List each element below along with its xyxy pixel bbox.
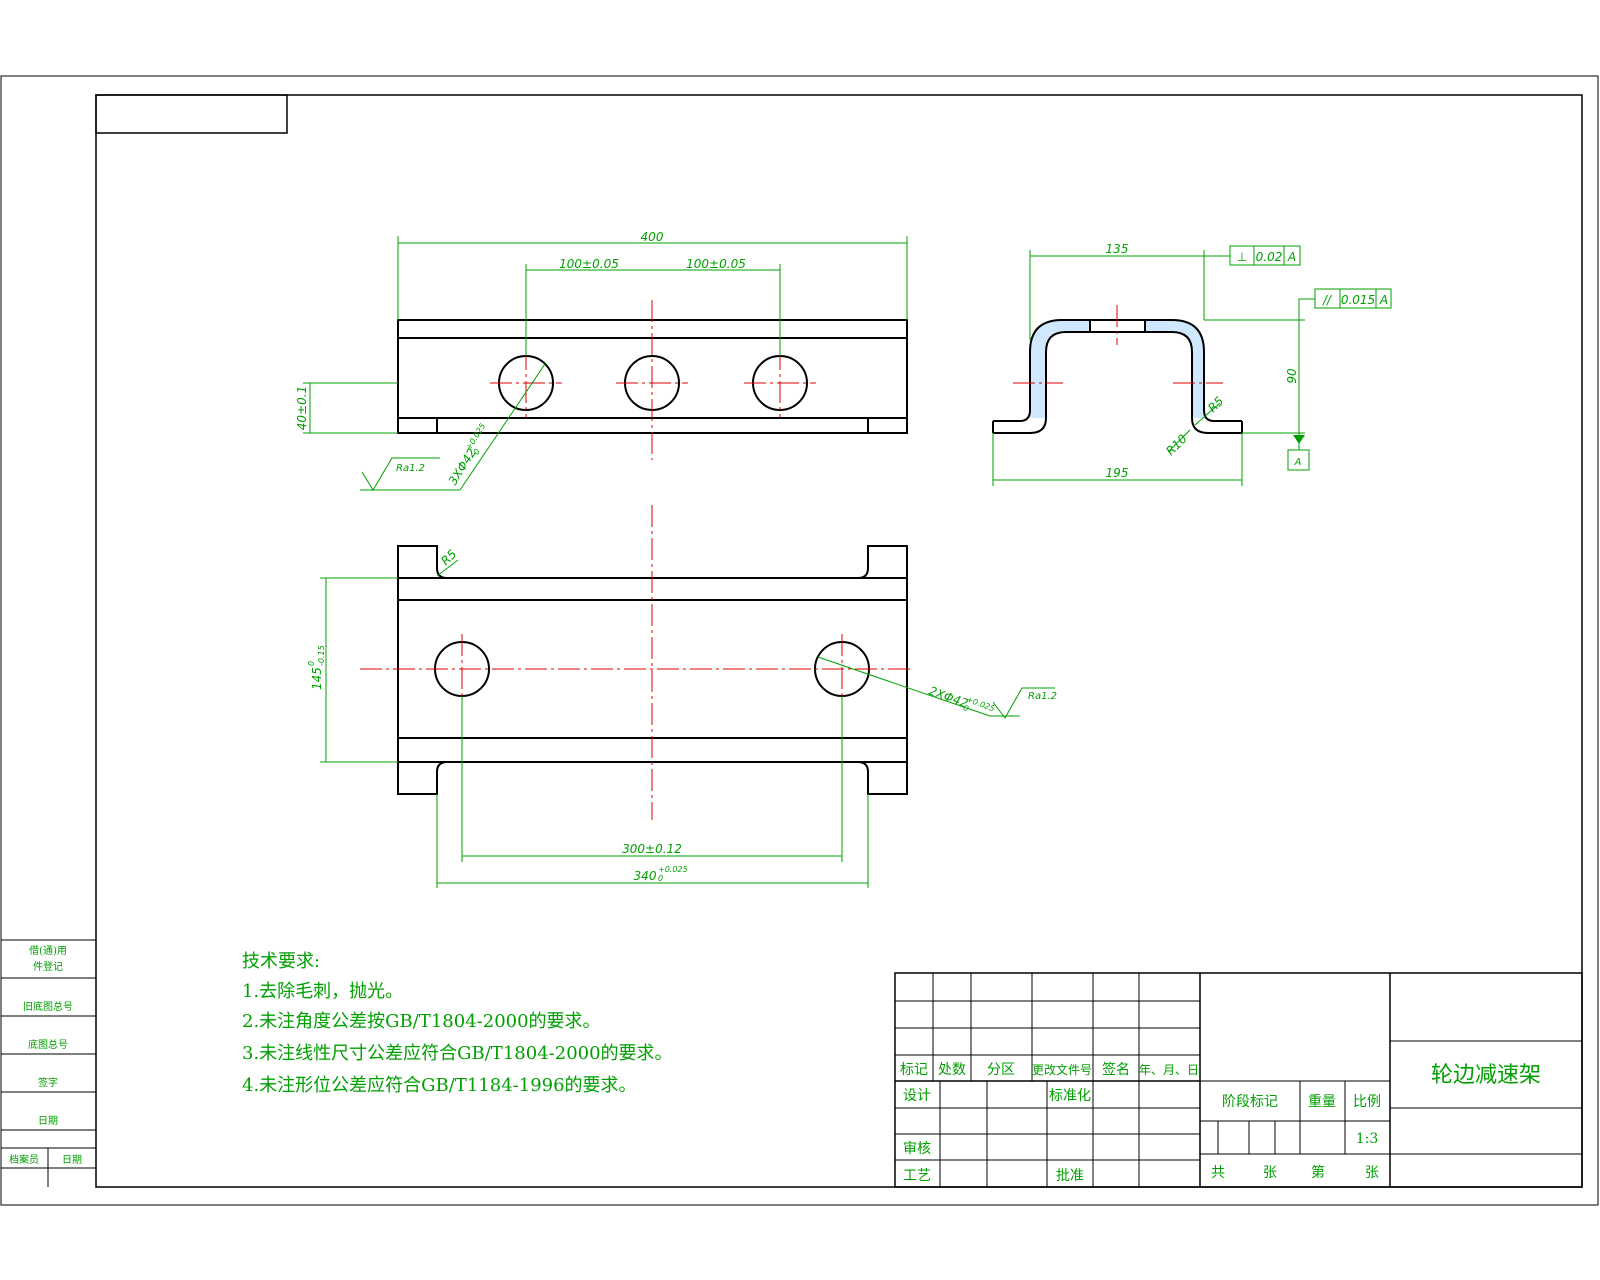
tb-h-count: 处数 xyxy=(938,1062,966,1078)
tb-approve: 批准 xyxy=(1056,1168,1084,1184)
dim-top-hole-tol-low: 0 xyxy=(472,447,482,456)
dim-side-top-width: 135 xyxy=(1106,242,1129,256)
tb-sheets2: 张 xyxy=(1365,1165,1379,1181)
gdt-par-datum: A xyxy=(1379,293,1388,307)
sheet-frame xyxy=(0,75,1599,1206)
dim-side-radius-large: R10 xyxy=(1163,431,1190,458)
strip-r3: 底图总号 xyxy=(28,1038,68,1051)
tb-standard: 标准化 xyxy=(1049,1088,1091,1104)
dim-bottom-radius: R5 xyxy=(438,547,459,568)
dim-bottom-hole-tol-low: 0 xyxy=(962,703,970,713)
title-block: 标记 处数 分区 更改文件号 签名 年、月、日 设计 标准化 审核 工艺 批准 … xyxy=(894,972,1583,1188)
tb-h-docno: 更改文件号 xyxy=(1032,1062,1092,1077)
tb-h-sign: 签名 xyxy=(1102,1061,1130,1078)
dim-side-radius-small: R5 xyxy=(1205,394,1226,415)
gdt-perp-symbol: ⊥ xyxy=(1237,250,1247,264)
tb-review: 审核 xyxy=(903,1141,931,1157)
dim-bottom-overall-tol-low: 0 xyxy=(658,874,663,883)
top-view: 400 100±0.05 100±0.05 40±0.1 3XΦ42 +0.02… xyxy=(295,230,908,491)
dim-bottom-height-tol-low: -0.15 xyxy=(317,645,326,666)
dim-top-spacing-right: 100±0.05 xyxy=(686,257,746,271)
tb-h-zone: 分区 xyxy=(987,1062,1015,1078)
side-view: ⊥ 0.02 A // 0.015 A A 135 195 90 R5 R10 xyxy=(992,242,1392,486)
tb-h-date: 年、月、日 xyxy=(1139,1063,1199,1077)
top-roughness: Ra1.2 xyxy=(396,463,425,474)
tb-scale-value: 1:3 xyxy=(1356,1131,1379,1147)
dim-side-height: 90 xyxy=(1285,368,1299,384)
strip-r6a: 档案员 xyxy=(9,1153,39,1166)
dim-bottom-overall-tol: +0.025 xyxy=(658,865,688,874)
dim-top-hole-tol: +0.025 xyxy=(464,422,487,452)
dim-bottom-spacing: 300±0.12 xyxy=(622,842,682,856)
tb-sheet-no: 第 xyxy=(1311,1164,1325,1181)
bottom-roughness: Ra1.2 xyxy=(1028,691,1057,702)
notes-line2: 2.未注角度公差按GB/T1804-2000的要求。 xyxy=(242,1011,601,1032)
dim-top-height: 40±0.1 xyxy=(295,386,309,430)
strip-r4: 签字 xyxy=(38,1076,58,1089)
technical-notes: 技术要求: 1.去除毛刺，抛光。 2.未注角度公差按GB/T1804-2000的… xyxy=(242,951,673,1096)
tb-h-mark: 标记 xyxy=(900,1062,928,1078)
dim-bottom-overall: 340 xyxy=(634,869,657,883)
gdt-par-value: 0.015 xyxy=(1341,293,1375,307)
tb-scale-label: 比例 xyxy=(1353,1094,1381,1110)
notes-heading: 技术要求: xyxy=(242,951,320,972)
dim-bottom-height-tol: 0 xyxy=(307,661,316,666)
strip-r5: 日期 xyxy=(38,1115,58,1127)
tb-part-name: 轮边减速架 xyxy=(1431,1063,1541,1088)
gdt-perp-datum: A xyxy=(1287,250,1296,264)
tb-total: 共 xyxy=(1211,1165,1225,1181)
tb-design: 设计 xyxy=(903,1088,931,1104)
strip-r1b: 件登记 xyxy=(33,960,63,973)
tb-weight: 重量 xyxy=(1308,1094,1336,1110)
strip-r6b: 日期 xyxy=(62,1154,82,1166)
notes-line4: 4.未注形位公差应符合GB/T1184-1996的要求。 xyxy=(242,1075,637,1096)
notes-line1: 1.去除毛刺，抛光。 xyxy=(242,981,403,1002)
dim-bottom-height: 145 xyxy=(310,667,324,690)
tb-stage: 阶段标记 xyxy=(1222,1094,1278,1110)
tb-sheets: 张 xyxy=(1263,1165,1277,1181)
dim-top-spacing-left: 100±0.05 xyxy=(559,257,619,271)
left-registration-strip: 借(通)用 件登记 旧底图总号 底图总号 签字 日期 档案员 日期 xyxy=(1,939,96,1187)
gdt-perp-value: 0.02 xyxy=(1256,250,1283,264)
notes-line3: 3.未注线性尺寸公差应符合GB/T1804-2000的要求。 xyxy=(242,1043,673,1064)
strip-r1a: 借(通)用 xyxy=(29,945,67,957)
dim-side-bottom-width: 195 xyxy=(1106,466,1129,480)
datum-label: A xyxy=(1294,457,1302,468)
gdt-par-symbol: // xyxy=(1322,293,1333,307)
bottom-view: R5 145 0 -0.15 2XΦ42 +0.025 0 Ra1.2 300±… xyxy=(307,505,1057,888)
strip-r2: 旧底图总号 xyxy=(23,1000,73,1013)
dim-top-overall: 400 xyxy=(641,230,664,244)
tb-process: 工艺 xyxy=(903,1168,931,1184)
